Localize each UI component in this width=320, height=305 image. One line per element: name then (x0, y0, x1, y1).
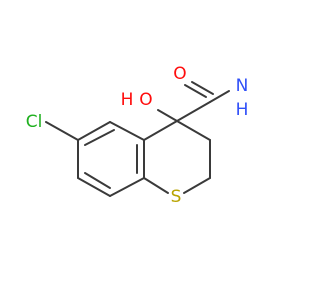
bonds (45, 81, 230, 197)
bond (77, 177, 111, 197)
bond (184, 84, 207, 98)
chlorine-label: Cl (26, 112, 43, 132)
carbonyl-oxygen-label: O (173, 64, 186, 84)
bond (143, 120, 178, 141)
bond (191, 81, 214, 95)
hydroxyl-oxygen-label: O (139, 90, 152, 110)
amide-hydrogen-label: H (236, 100, 249, 120)
bond (176, 101, 211, 122)
bond (209, 90, 230, 103)
bond (109, 121, 145, 141)
bond (84, 172, 111, 189)
bond (109, 177, 145, 197)
bond (84, 129, 115, 146)
bond (143, 177, 169, 194)
bond (176, 120, 211, 141)
bond (183, 177, 211, 194)
atom-labels: O N H H O Cl S (26, 64, 249, 207)
hydroxyl-hydrogen-label: H (121, 90, 134, 110)
bond (45, 121, 79, 141)
molecule-diagram: O N H H O Cl S (26, 64, 249, 207)
bond (77, 121, 111, 141)
sulfur-label: S (171, 187, 182, 207)
bond (157, 109, 178, 122)
amide-nitrogen-label: N (236, 76, 249, 96)
structure-svg: O N H H O Cl S (26, 64, 249, 207)
